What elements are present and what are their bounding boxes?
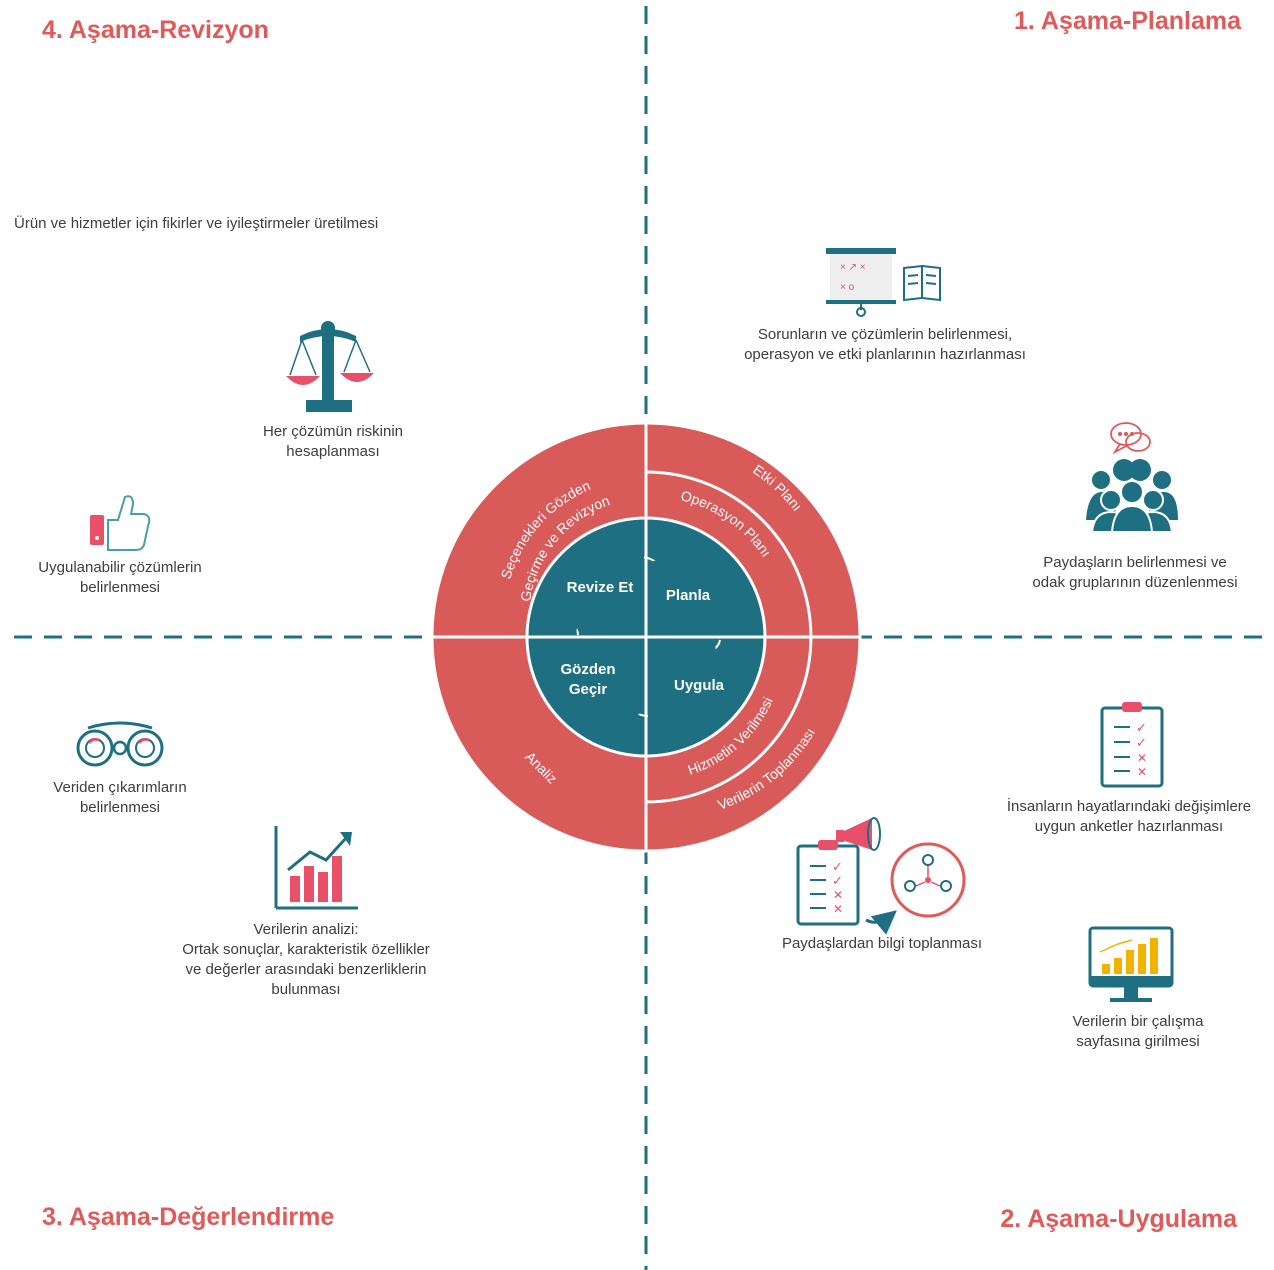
svg-text:✓: ✓ bbox=[832, 873, 843, 888]
caption-fikirler: Ürün ve hizmetler için fikirler ve iyile… bbox=[14, 215, 379, 232]
arrow-icon bbox=[865, 910, 897, 935]
people-group-icon bbox=[1086, 459, 1178, 533]
svg-text:✓: ✓ bbox=[832, 859, 843, 874]
caption-uygulanabilir: Uygulanabilir çözümlerin belirlenmesi bbox=[38, 559, 202, 596]
svg-text:✕: ✕ bbox=[833, 888, 843, 902]
caption-risk: Her çözümün riskinin hesaplanması bbox=[262, 423, 404, 460]
stage-title-degerlendirme: 3. Aşama-Değerlendirme bbox=[42, 1203, 335, 1231]
svg-text:✕: ✕ bbox=[1137, 751, 1147, 765]
checklist-icon: ✓ ✓ ✕ ✕ bbox=[1100, 702, 1164, 788]
stage-title-revizyon: 4. Aşama-Revizyon bbox=[42, 16, 269, 44]
inner-label-planla: Planla bbox=[666, 587, 711, 604]
caption-anketler: İnsanların hayatlarındaki değişimlere uy… bbox=[1006, 798, 1252, 835]
svg-text:✕: ✕ bbox=[1137, 765, 1147, 779]
balance-scale-icon bbox=[286, 321, 374, 412]
binoculars-icon bbox=[76, 721, 164, 767]
stage-title-planlama: 1. Aşama-Planlama bbox=[1014, 7, 1241, 35]
presentation-board-icon: × ↗ × × o bbox=[826, 248, 896, 317]
speech-bubble-icon bbox=[1110, 422, 1151, 455]
inner-label-revize: Revize Et bbox=[567, 579, 634, 596]
megaphone-icon bbox=[836, 817, 881, 851]
checklist-icon: ✓ ✓ ✕ ✕ bbox=[796, 840, 860, 926]
monitor-chart-icon bbox=[1088, 926, 1174, 1002]
network-icon bbox=[890, 842, 966, 918]
growth-chart-icon bbox=[274, 826, 358, 910]
caption-cikarim: Veriden çıkarımların belirlenmesi bbox=[53, 779, 187, 816]
svg-text:✓: ✓ bbox=[1136, 735, 1147, 750]
inner-label-uygula: Uygula bbox=[674, 677, 725, 694]
caption-sorunlar: Sorunların ve çözümlerin belirlenmesi, o… bbox=[744, 326, 1026, 363]
svg-text:× o: × o bbox=[840, 282, 855, 293]
caption-sayfa: Verilerin bir çalışma sayfasına girilmes… bbox=[1072, 1013, 1204, 1050]
caption-paydaslar: Paydaşların belirlenmesi ve odak gruplar… bbox=[1032, 554, 1238, 591]
cycle-arrow-icon bbox=[571, 556, 721, 719]
svg-text:× ↗ ×: × ↗ × bbox=[840, 262, 866, 273]
caption-analiz: Verilerin analizi: Ortak sonuçlar, karak… bbox=[182, 921, 430, 998]
svg-text:✓: ✓ bbox=[1136, 720, 1147, 735]
book-icon bbox=[903, 264, 941, 302]
svg-text:✕: ✕ bbox=[833, 902, 843, 916]
thumbs-up-phone-icon bbox=[90, 495, 151, 551]
stage-title-uygulama: 2. Aşama-Uygulama bbox=[1000, 1205, 1237, 1233]
caption-bilgi: Paydaşlardan bilgi toplanması bbox=[781, 935, 983, 952]
